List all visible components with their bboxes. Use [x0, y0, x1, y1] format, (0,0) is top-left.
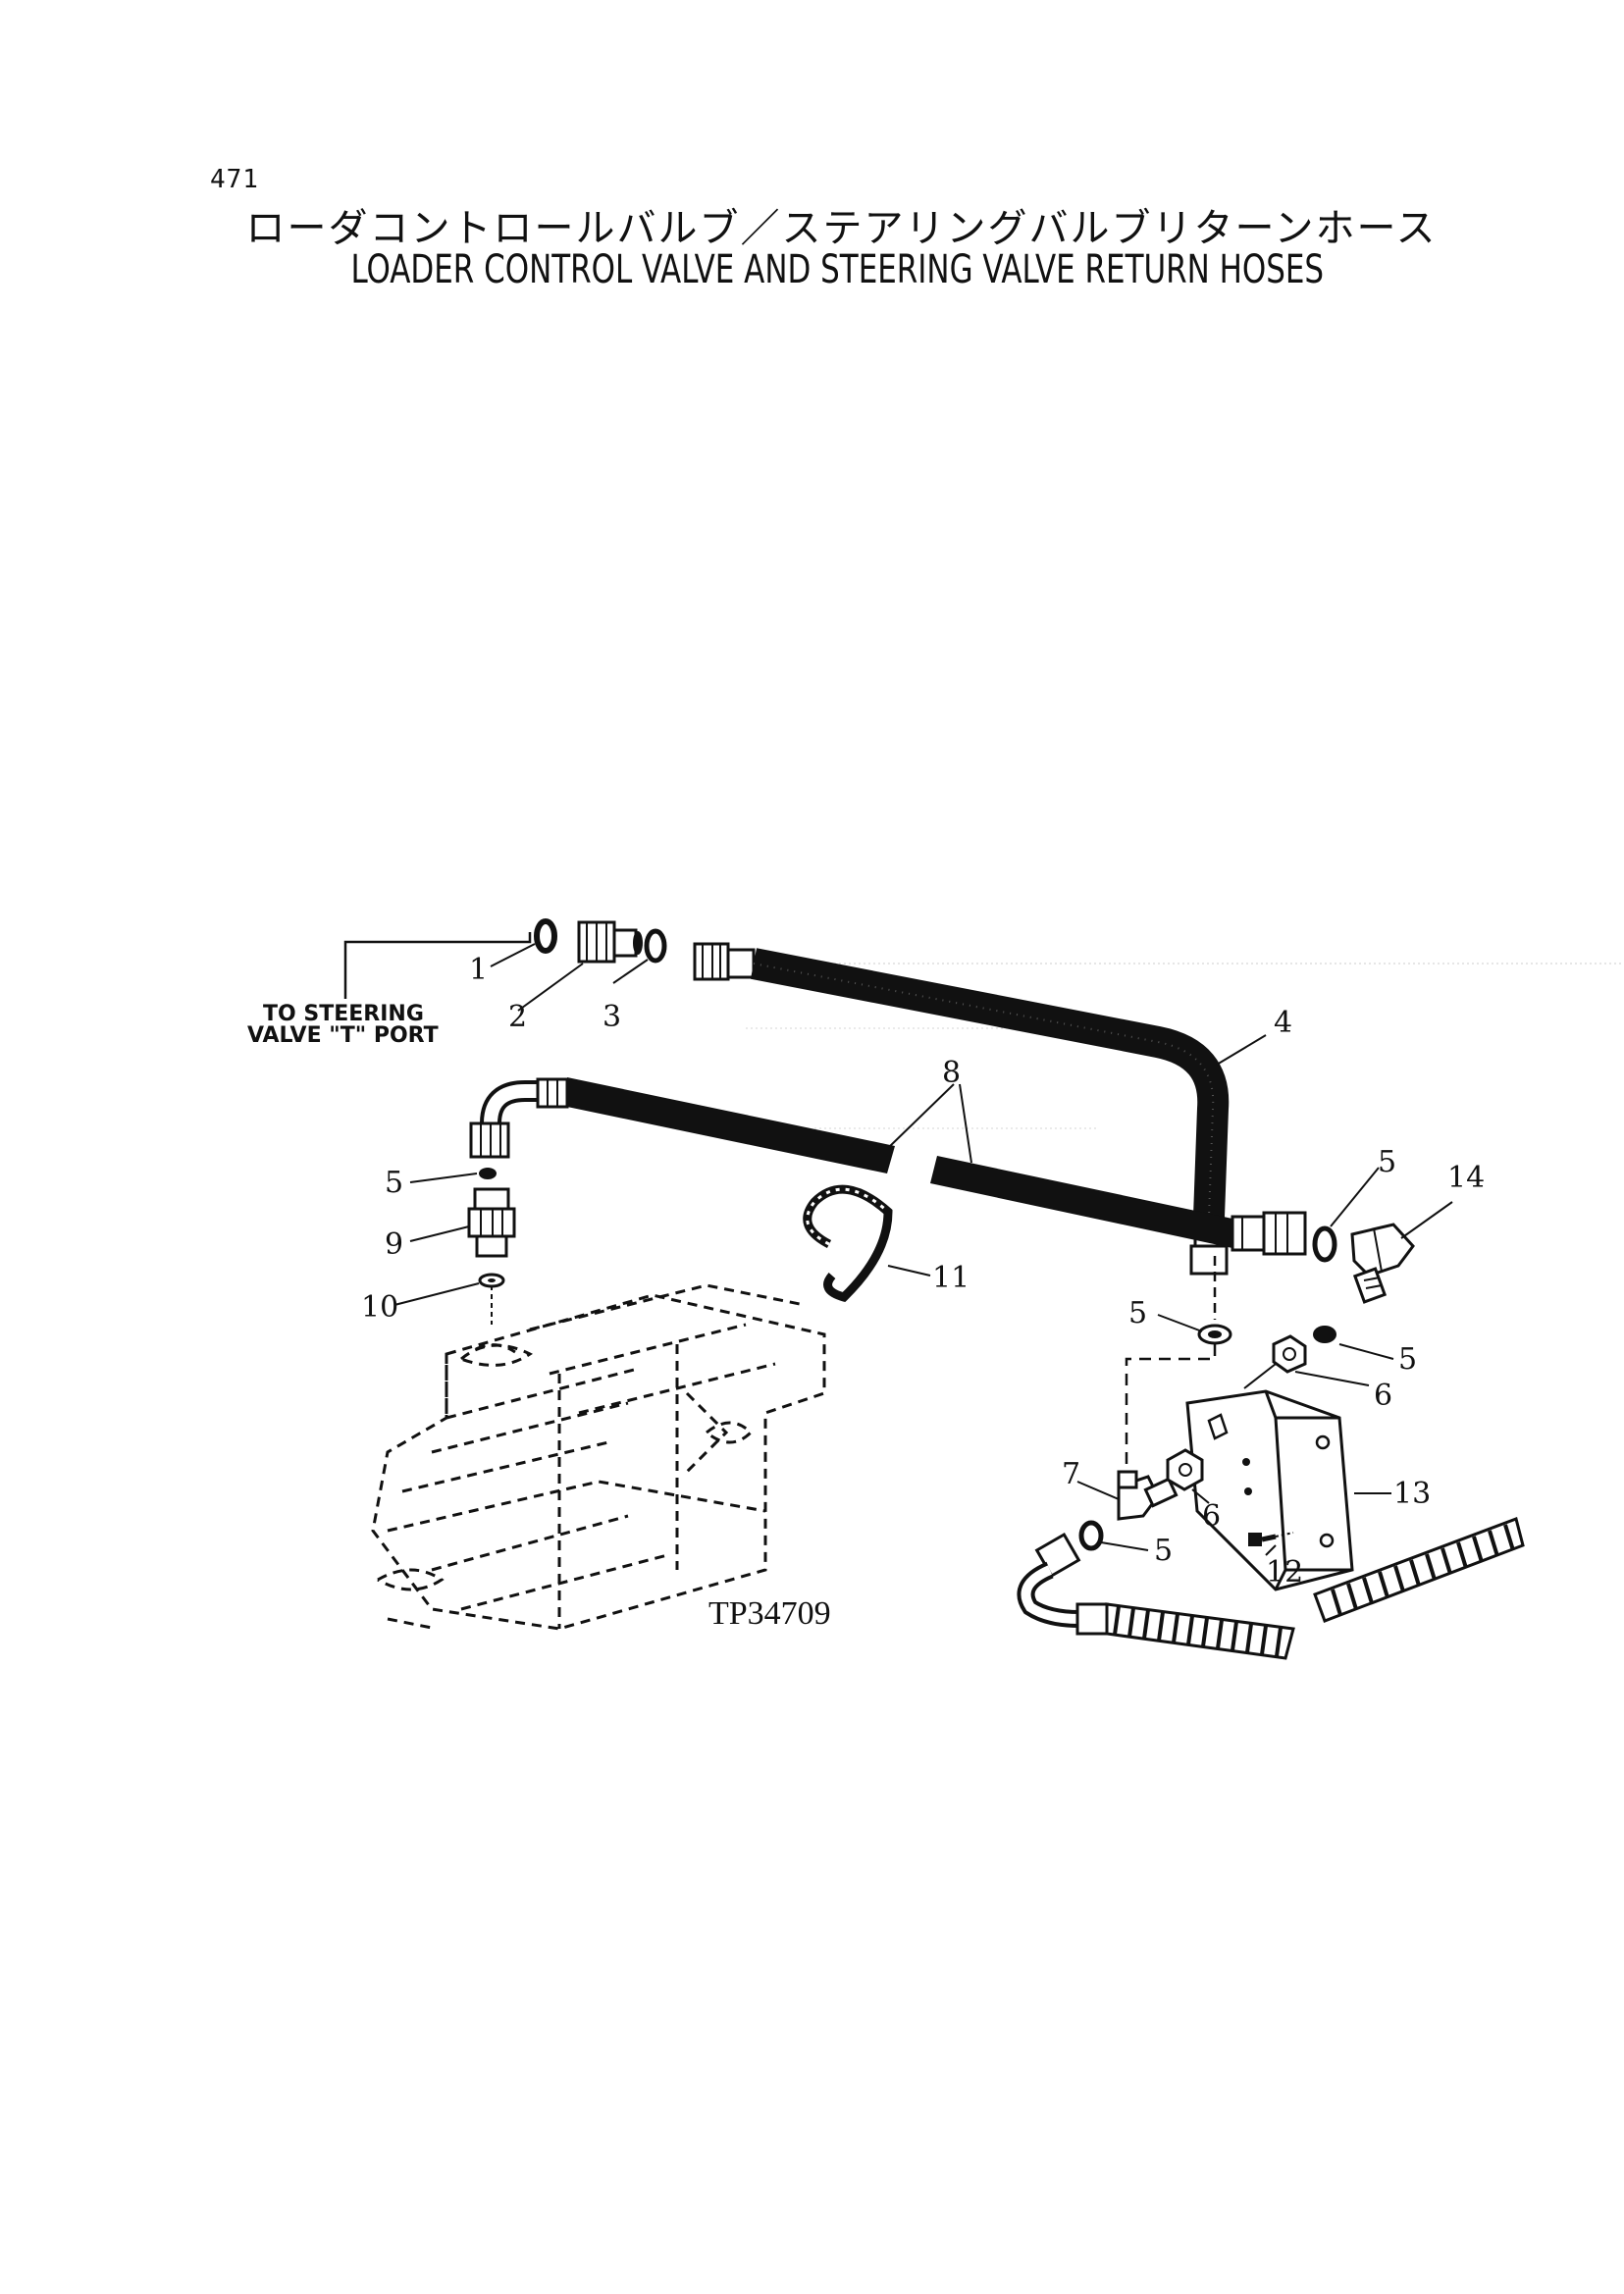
callout-5-right-mid: 5: [1398, 1342, 1417, 1377]
part-5-washer-center-right: [1125, 1256, 1232, 1477]
part-8-long-hose: [469, 1077, 1307, 1256]
callout-6-upper: 6: [1374, 1379, 1392, 1413]
part-14-elbow-fitting: [1350, 1201, 1453, 1304]
part-3-o-ring: [612, 928, 667, 984]
part-5-o-ring-bottom: [1078, 1520, 1149, 1551]
part-2-adapter: [517, 920, 643, 1012]
loader-control-valve-outline: [371, 1283, 826, 1631]
page-number: 471: [210, 165, 259, 194]
callout-5-center: 5: [1128, 1296, 1147, 1330]
callout-10: 10: [361, 1290, 398, 1325]
part-11-hose-clamp: [803, 1184, 931, 1303]
callout-9: 9: [385, 1227, 403, 1262]
callout-6-lower: 6: [1202, 1499, 1221, 1534]
callout-5-bottom: 5: [1154, 1534, 1173, 1568]
callout-labels: 1 2 3 4 8 5 9 10 11 5 14 5 5 6 13 7 6 12…: [361, 953, 1485, 1590]
callout-2: 2: [508, 1000, 527, 1034]
part-7-tee-fitting: [1076, 1470, 1179, 1521]
part-5-washer-left: [409, 1168, 497, 1183]
callout-4: 4: [1274, 1006, 1292, 1040]
part-1-o-ring: [490, 918, 557, 967]
part-6-nut-upper: [1272, 1334, 1370, 1386]
callout-8: 8: [942, 1056, 961, 1090]
callout-13: 12: [1266, 1555, 1303, 1590]
part-12-mounting-bracket: [1185, 1363, 1391, 1591]
note-valve-t-port: VALVE "T" PORT: [247, 1023, 439, 1048]
callout-1: 1: [469, 953, 488, 987]
callout-14: 14: [1447, 1161, 1485, 1195]
part-9-adapter-fitting: [409, 1187, 516, 1258]
part-6-nut-lower: [1166, 1448, 1210, 1504]
callout-3: 3: [602, 1000, 621, 1034]
page-title-japanese: ローダコントロールバルブ／ステアリングバルブリターンホース: [245, 206, 1438, 251]
callout-7: 7: [1062, 1457, 1080, 1491]
bottom-return-hose: [1017, 1517, 1525, 1660]
figure-code: TP34709: [708, 1595, 831, 1632]
part-4-return-hose: [693, 942, 1267, 1276]
callout-12: 13: [1393, 1477, 1431, 1511]
part-10-washer: [393, 1273, 505, 1325]
steering-valve-note: TO STEERING VALVE "T" PORT: [247, 932, 532, 1048]
callout-5-right-top: 5: [1378, 1145, 1396, 1179]
part-5-washer-lower-right: [1313, 1326, 1394, 1360]
part-5-o-ring-right: [1312, 1167, 1380, 1263]
callout-5-left: 5: [385, 1166, 403, 1200]
part-13-bolt: [1248, 1532, 1294, 1556]
callout-11: 11: [932, 1261, 969, 1295]
note-to-steering: TO STEERING: [263, 1002, 424, 1026]
page-title-english: LOADER CONTROL VALVE AND STEERING VALVE …: [350, 247, 1325, 292]
